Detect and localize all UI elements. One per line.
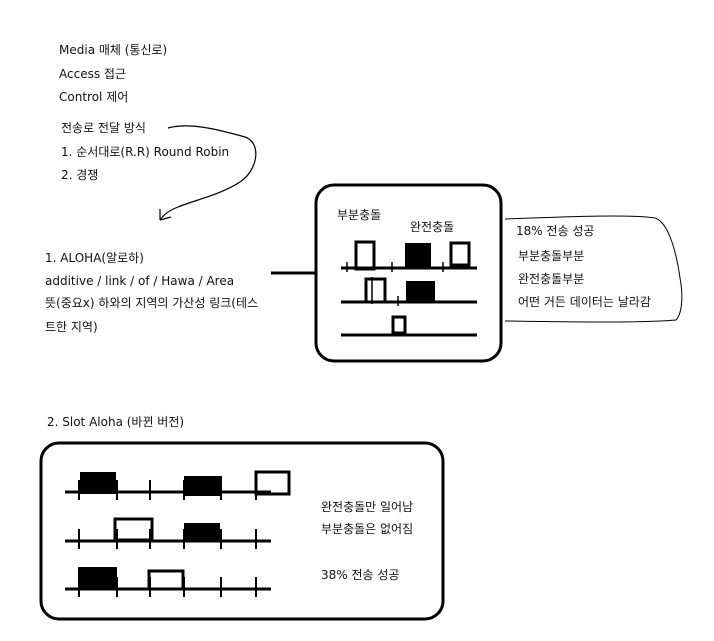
slot-frame-collision	[184, 523, 220, 541]
aloha-frame	[354, 240, 376, 271]
transmission-method-round-robin: 1. 순서대로(R.R) Round Robin	[61, 145, 230, 159]
slot-aloha-box	[39, 441, 445, 621]
arrow-head	[159, 209, 172, 221]
slot-note-success: 38% 전송 성공	[321, 568, 400, 582]
aloha-note-lost: 어떤 거든 데이터는 날라감	[518, 295, 651, 309]
aloha-row-2-marks	[371, 277, 399, 306]
aloha-row-1-marks	[346, 262, 444, 272]
slot-row-3-ticks	[78, 577, 257, 597]
slot-note-no-partial: 부분충돌은 없어짐	[321, 522, 414, 536]
slot-aloha-title: 2. Slot Aloha (바뀐 버전)	[47, 415, 185, 429]
intro-access: Access 접근	[59, 67, 126, 81]
aloha-note-full: 완전충돌부분	[518, 272, 585, 286]
aloha-frame	[364, 277, 387, 304]
slot-frame	[147, 569, 185, 591]
transmission-title: 전송로 전달 방식	[61, 121, 146, 135]
slot-row-2-ticks	[78, 529, 257, 549]
aloha-box	[314, 183, 503, 363]
aloha-meaning-line-1: 뜻(중요x) 하와의 지역의 가산성 링크(테스	[45, 296, 259, 310]
aloha-note-partial: 부분충돌부분	[518, 249, 585, 263]
slot-frame-collision	[78, 567, 117, 589]
aloha-meaning-line-2: 트한 지역)	[45, 320, 98, 334]
aloha-frame	[391, 315, 407, 335]
intro-media: Media 매체 (통신로)	[59, 43, 168, 57]
aloha-note-success: 18% 전송 성공	[516, 224, 595, 238]
aloha-etymology: additive / link / of / Hawa / Area	[45, 274, 235, 288]
aloha-frame	[449, 241, 471, 267]
transmission-method-contention: 2. 경쟁	[61, 168, 99, 182]
aloha-frame-collision	[405, 243, 431, 267]
intro-control: Control 제어	[59, 90, 129, 104]
slot-frame	[113, 517, 154, 542]
notes-bracket	[504, 215, 683, 323]
curved-arrow	[159, 125, 257, 221]
label-partial-collision: 부분충돌	[337, 208, 382, 222]
slot-row-1-ticks	[78, 480, 257, 500]
slot-frame-collision	[80, 472, 116, 494]
slot-frame-collision	[184, 476, 222, 496]
label-full-collision: 완전충돌	[410, 220, 455, 234]
aloha-title: 1. ALOHA(알로하)	[45, 251, 144, 265]
slot-note-full-only: 완전충돌만 일어남	[321, 500, 414, 514]
aloha-frame-collision	[406, 281, 435, 302]
